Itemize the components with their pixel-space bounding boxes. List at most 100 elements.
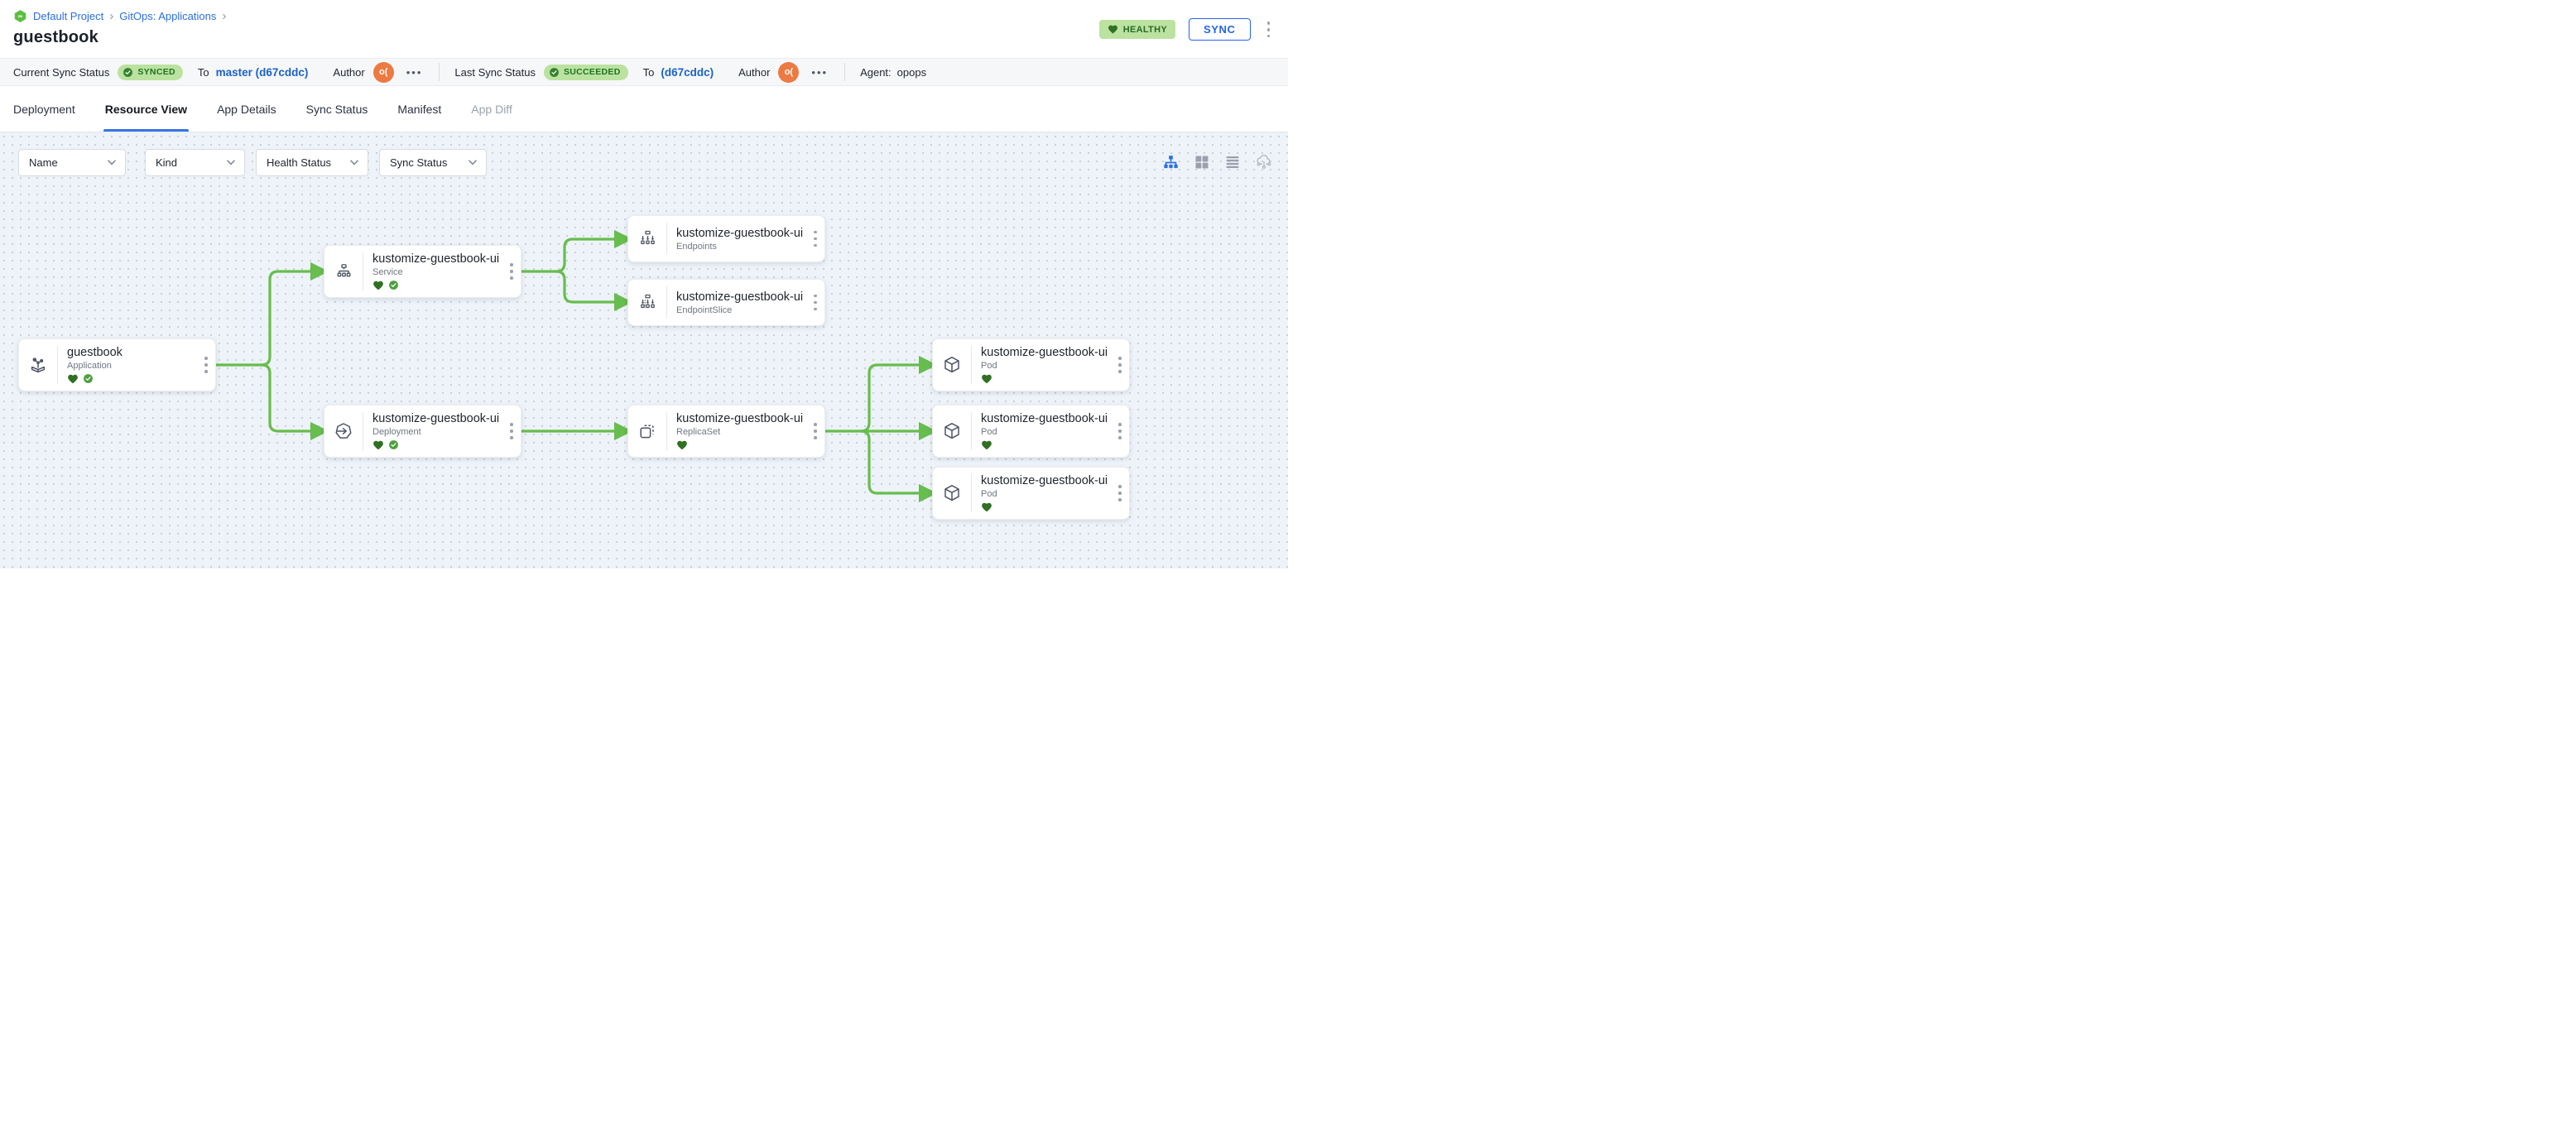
header-actions: HEALTHY SYNC — [1098, 18, 1274, 41]
node-kind: Pod — [981, 360, 997, 371]
node-menu-icon[interactable] — [806, 280, 824, 325]
to-label: To — [197, 65, 209, 79]
healthy-heart-icon — [982, 374, 992, 383]
synced-check-icon — [84, 374, 93, 383]
pod-icon — [933, 339, 971, 391]
node-kind: Application — [67, 360, 112, 371]
health-status-badge: HEALTHY — [1098, 20, 1175, 40]
tab-manifest[interactable]: Manifest — [397, 103, 442, 116]
divider — [971, 412, 972, 450]
last-revision-link[interactable]: (d67cddc) — [661, 65, 714, 79]
resource-node-pod[interactable]: kustomize-guestbook-ui-... Pod — [932, 467, 1130, 520]
author-avatar: o( — [372, 61, 394, 83]
divider — [666, 286, 667, 319]
resource-node-service[interactable]: kustomize-guestbook-ui Service — [324, 245, 521, 298]
health-status-filter-dropdown[interactable]: Health Status — [256, 149, 368, 176]
healthy-heart-icon — [982, 440, 992, 449]
tab-sync-status[interactable]: Sync Status — [305, 103, 368, 116]
node-kind: Endpoints — [676, 241, 717, 252]
node-title: kustomize-guestbook-ui — [372, 252, 499, 266]
grid-view-icon[interactable] — [1194, 154, 1210, 170]
view-mode-toolbar — [1162, 153, 1273, 171]
node-menu-icon[interactable] — [806, 216, 824, 261]
chevron-down-icon — [108, 160, 116, 166]
node-kind: Pod — [981, 426, 997, 437]
cluster-view-icon[interactable] — [1255, 153, 1273, 171]
synced-badge: SYNCED — [118, 64, 183, 80]
sync-status-filter-dropdown[interactable]: Sync Status — [379, 149, 487, 176]
sync-button[interactable]: SYNC — [1188, 18, 1251, 41]
node-title: kustomize-guestbook-ui-... — [676, 290, 803, 304]
current-sync-status-label: Current Sync Status — [13, 65, 110, 79]
page-title: guestbook — [13, 28, 99, 46]
divider — [57, 346, 58, 384]
tab-resource-view[interactable]: Resource View — [103, 87, 190, 132]
tab-app-details[interactable]: App Details — [217, 103, 276, 116]
resource-tree-canvas: Name Kind Health Status Sync Status — [0, 132, 1288, 568]
node-kind: Service — [372, 266, 403, 277]
author-label: Author — [333, 65, 365, 79]
node-menu-icon[interactable] — [1111, 339, 1129, 391]
last-sync-status-label: Last Sync Status — [454, 65, 536, 79]
node-title: kustomize-guestbook-ui-... — [981, 473, 1108, 487]
resource-node-deployment[interactable]: kustomize-guestbook-ui Deployment — [324, 405, 521, 458]
resource-node-pod[interactable]: kustomize-guestbook-ui-... Pod — [932, 405, 1130, 458]
tree-view-icon[interactable] — [1162, 154, 1180, 171]
tab-bar: Deployment Resource View App Details Syn… — [0, 87, 1288, 132]
breadcrumb: ∞ Default Project › GitOps: Applications… — [13, 9, 1275, 23]
node-menu-icon[interactable] — [806, 405, 824, 457]
list-view-icon[interactable] — [1224, 154, 1241, 170]
pod-icon — [933, 405, 971, 457]
tab-deployment[interactable]: Deployment — [13, 103, 75, 116]
node-title: kustomize-guestbook-ui — [676, 226, 803, 240]
author-avatar: o( — [778, 61, 800, 83]
synced-check-icon — [389, 440, 398, 449]
resource-node-endpoints[interactable]: kustomize-guestbook-ui Endpoints — [627, 215, 825, 262]
healthy-heart-icon — [373, 281, 383, 290]
succeeded-badge: SUCCEEDED — [543, 64, 628, 80]
more-options-icon[interactable] — [1264, 18, 1274, 41]
kind-filter-dropdown[interactable]: Kind — [145, 149, 245, 176]
endpoints-icon — [628, 216, 666, 261]
commit-details-ellipsis[interactable]: ••• — [811, 65, 829, 79]
node-title: kustomize-guestbook-ui-... — [676, 411, 803, 425]
node-menu-icon[interactable] — [197, 339, 215, 391]
healthy-heart-icon — [373, 440, 383, 449]
resource-node-replicaset[interactable]: kustomize-guestbook-ui-... ReplicaSet — [627, 405, 825, 458]
agent-label: Agent: — [860, 65, 892, 79]
filter-bar: Name Kind Health Status Sync Status — [18, 149, 487, 176]
node-kind: EndpointSlice — [676, 305, 733, 315]
chevron-down-icon — [350, 160, 358, 166]
node-kind: ReplicaSet — [676, 426, 721, 437]
node-title: kustomize-guestbook-ui-... — [981, 345, 1108, 359]
deployment-icon — [324, 405, 363, 457]
pod-icon — [933, 468, 971, 519]
current-revision-link[interactable]: master (d67cddc) — [215, 65, 309, 79]
node-menu-icon[interactable] — [502, 405, 521, 457]
breadcrumb-separator: › — [222, 9, 227, 23]
node-menu-icon[interactable] — [1111, 405, 1129, 457]
node-title: kustomize-guestbook-ui-... — [981, 411, 1108, 425]
synced-check-icon — [389, 281, 398, 290]
application-icon — [19, 339, 57, 391]
tab-app-diff[interactable]: App Diff — [471, 103, 512, 116]
node-menu-icon[interactable] — [502, 246, 521, 297]
svg-text:∞: ∞ — [18, 12, 23, 20]
endpointslice-icon — [628, 280, 666, 325]
breadcrumb-separator: › — [109, 9, 114, 23]
page-header: ∞ Default Project › GitOps: Applications… — [0, 0, 1288, 58]
node-menu-icon[interactable] — [1111, 468, 1129, 519]
commit-details-ellipsis[interactable]: ••• — [406, 65, 423, 79]
resource-node-endpointslice[interactable]: kustomize-guestbook-ui-... EndpointSlice — [627, 279, 825, 326]
resource-node-pod[interactable]: kustomize-guestbook-ui-... Pod — [932, 338, 1130, 391]
resource-node-application[interactable]: guestbook Application — [18, 338, 216, 391]
node-title: guestbook — [67, 345, 123, 359]
node-kind: Pod — [981, 488, 997, 499]
name-filter-dropdown[interactable]: Name — [18, 149, 126, 176]
divider — [971, 346, 972, 384]
breadcrumb-gitops-applications[interactable]: GitOps: Applications — [119, 10, 217, 22]
breadcrumb-project[interactable]: Default Project — [33, 10, 104, 22]
divider — [439, 63, 440, 81]
app-screen: ∞ Default Project › GitOps: Applications… — [0, 0, 1288, 568]
divider — [844, 63, 846, 81]
